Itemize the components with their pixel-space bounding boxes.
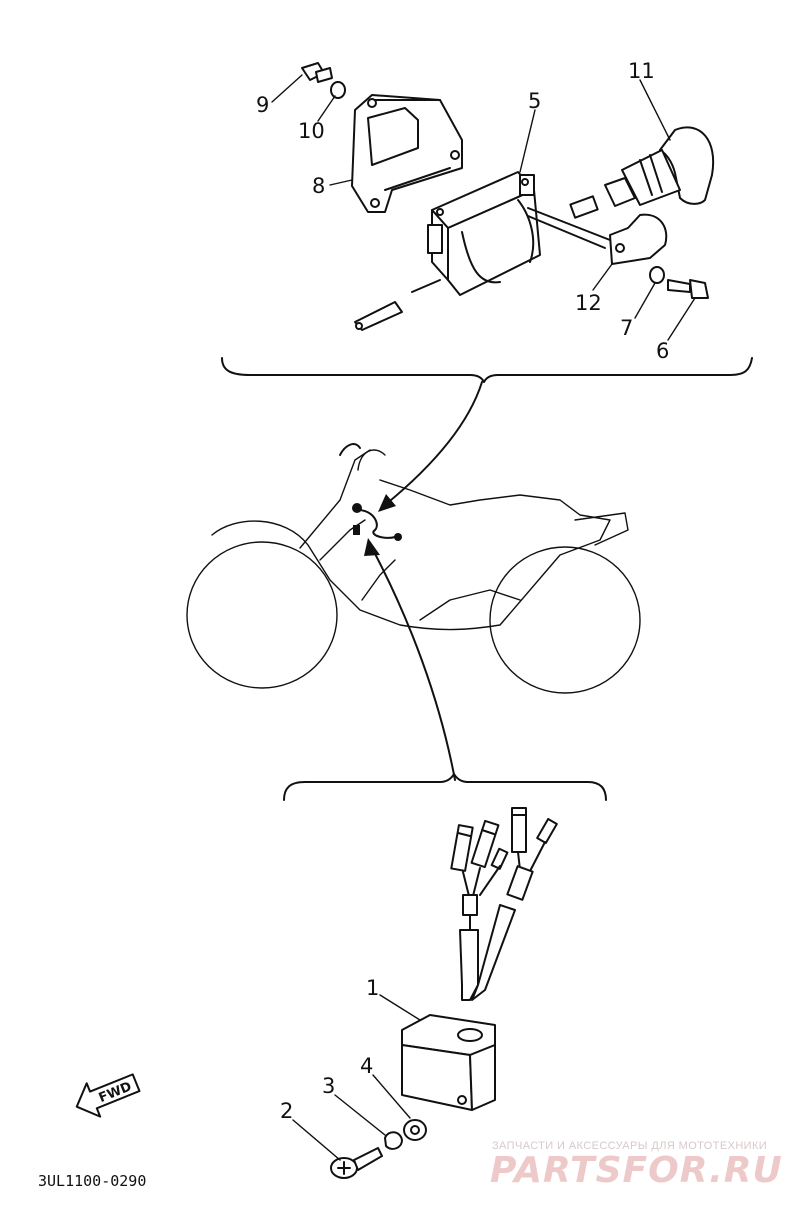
bottom-group-brace (283, 773, 607, 801)
cdi-unit (401, 1014, 496, 1111)
screw-6 (667, 279, 709, 299)
fwd-direction-arrow: FWD (75, 1073, 141, 1118)
label-11: 11 (628, 59, 655, 83)
cdi-location-arrow (371, 547, 456, 781)
cdi-assembly (283, 773, 607, 1179)
screw-2 (330, 1147, 383, 1179)
coil-bracket (351, 94, 463, 213)
label-9: 9 (256, 93, 269, 117)
ignition-coil (427, 171, 541, 296)
label-5: 5 (528, 89, 541, 113)
label-1: 1 (366, 976, 379, 1000)
label-6: 6 (656, 339, 669, 363)
bolt-9 (301, 62, 333, 83)
lock-washer-3 (384, 1131, 403, 1150)
label-10: 10 (298, 119, 325, 143)
coil-location-arrow (384, 381, 483, 506)
spark-plug-cap (604, 126, 715, 207)
ignition-coil-assembly (221, 62, 753, 383)
spark-lead-sleeve (569, 195, 599, 219)
watermark-brand[interactable]: PARTSFOR.RU (490, 1150, 783, 1191)
lead-clamp (609, 213, 668, 265)
washer-7 (649, 266, 665, 284)
label-3: 3 (322, 1074, 335, 1098)
motorcycle-outline (186, 381, 641, 781)
diagram-code: 3UL1100-0290 (38, 1172, 146, 1190)
label-4: 4 (360, 1054, 373, 1078)
label-2: 2 (280, 1099, 293, 1123)
cdi-wire-connectors (450, 807, 558, 931)
watermark-tagline: ЗАПЧАСТИ И АКСЕССУАРЫ ДЛЯ МОТОТЕХНИКИ (492, 1140, 768, 1152)
label-7: 7 (620, 316, 633, 340)
top-group-brace (221, 357, 753, 383)
washer-10 (330, 81, 346, 99)
label-12: 12 (575, 291, 602, 315)
label-8: 8 (312, 174, 325, 198)
